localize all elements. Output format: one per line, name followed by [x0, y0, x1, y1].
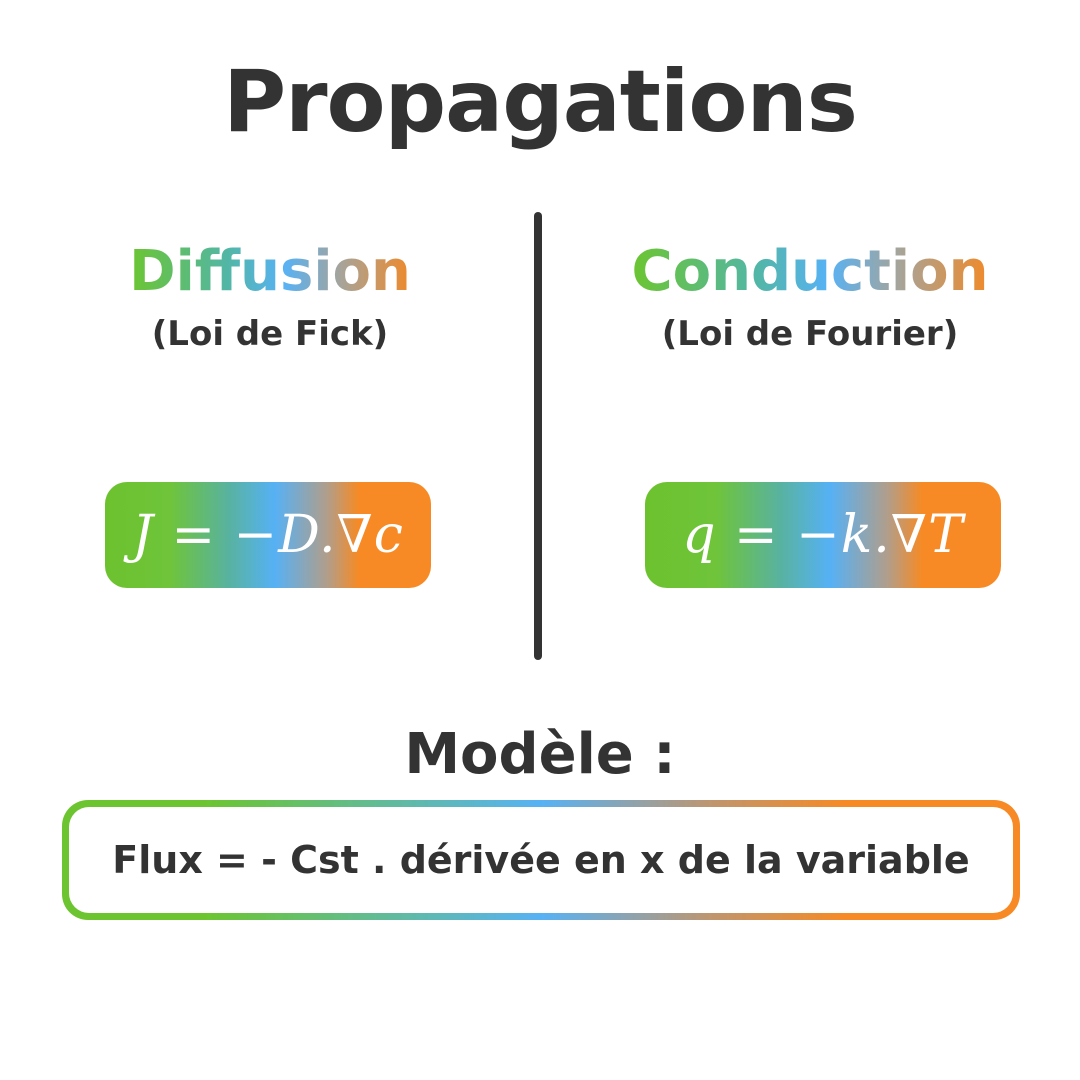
model-box: Flux = - Cst . dérivée en x de la variab…	[62, 800, 1020, 920]
model-statement: Flux = - Cst . dérivée en x de la variab…	[112, 838, 970, 882]
page-title: Propagations	[223, 52, 858, 152]
conduction-subheading: (Loi de Fourier)	[661, 314, 959, 354]
conduction-column: Conduction (Loi de Fourier)	[575, 236, 1045, 354]
fourier-formula-box: q = −k.∇T	[645, 482, 1001, 588]
model-box-inner: Flux = - Cst . dérivée en x de la variab…	[69, 807, 1013, 913]
center-divider	[534, 212, 542, 660]
diffusion-heading: Diffusion	[129, 236, 411, 308]
fick-formula-box: J = −D.∇c	[105, 482, 431, 588]
diffusion-column: Diffusion (Loi de Fick)	[35, 236, 505, 354]
diffusion-subheading: (Loi de Fick)	[151, 314, 389, 354]
fick-formula: J = −D.∇c	[132, 505, 404, 565]
conduction-heading: Conduction	[632, 236, 989, 308]
model-heading: Modèle :	[404, 722, 676, 787]
fourier-formula: q = −k.∇T	[682, 505, 964, 565]
